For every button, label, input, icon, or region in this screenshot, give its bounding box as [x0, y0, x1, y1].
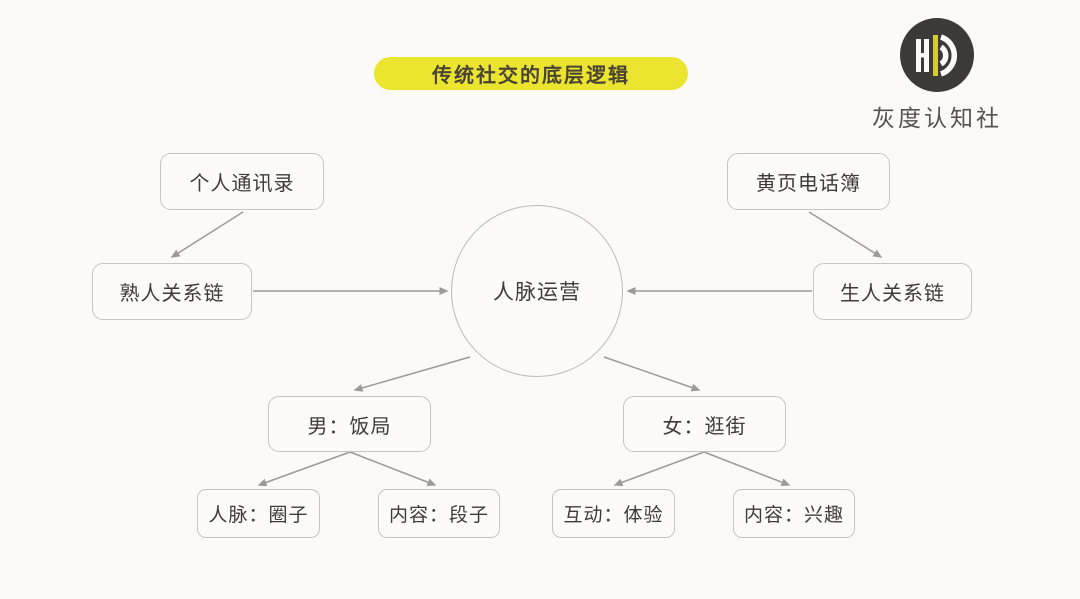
arrow-center-to-men	[353, 356, 471, 392]
node-network-circle: 人脉：圈子	[197, 489, 320, 538]
node-men-dinner: 男：饭局	[268, 396, 431, 452]
arrow-men-to-content-jokes	[349, 451, 437, 487]
node-women-shopping: 女：逛街	[623, 396, 786, 452]
node-interaction-experience: 互动：体验	[552, 489, 675, 538]
node-content-jokes: 内容：段子	[378, 489, 500, 538]
arrow-personal-to-acquaintance	[170, 211, 244, 258]
node-network-operation: 人脉运营	[451, 205, 623, 377]
node-stranger-chain: 生人关系链	[813, 263, 972, 320]
page-title: 传统社交的底层逻辑	[374, 57, 688, 90]
node-content-interest: 内容：兴趣	[733, 489, 855, 538]
brand-logo: 灰度认知社	[862, 17, 1012, 133]
node-yellow-pages: 黄页电话簿	[727, 153, 890, 210]
node-personal-contacts: 个人通讯录	[160, 153, 324, 210]
arrow-men-to-network-circle	[257, 451, 351, 487]
hd-logo-icon	[900, 18, 974, 92]
arrow-yellowpages-to-stranger	[808, 211, 883, 258]
arrow-women-to-content-interest	[703, 451, 791, 487]
arrow-women-to-interaction	[613, 451, 705, 487]
brand-name: 灰度认知社	[872, 106, 1002, 132]
node-acquaintance-chain: 熟人关系链	[92, 263, 252, 320]
arrow-center-to-women	[603, 356, 701, 392]
